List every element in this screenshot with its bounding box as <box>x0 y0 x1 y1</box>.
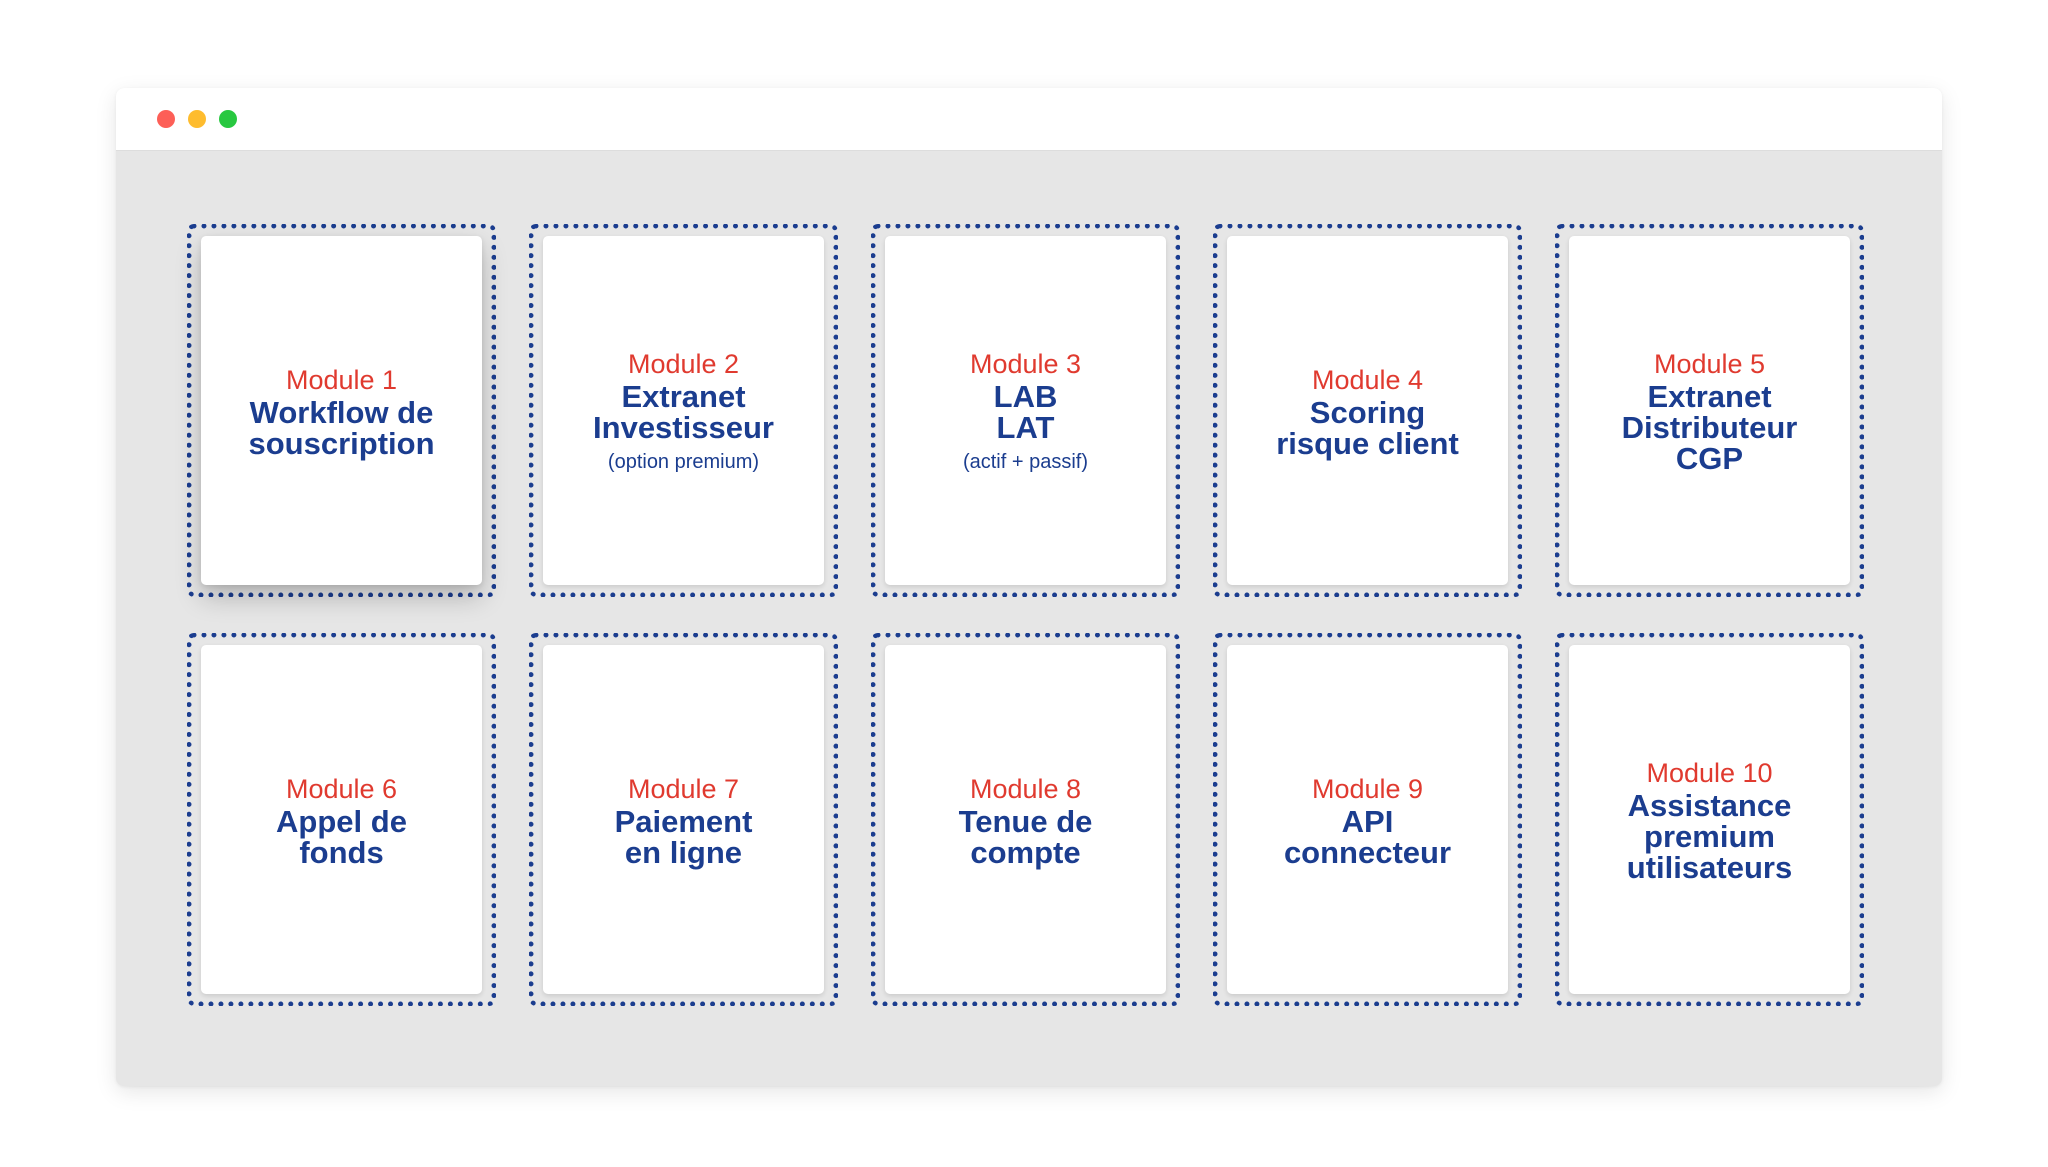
module-label: Module 9 <box>1311 773 1424 804</box>
module-label: Module 8 <box>969 773 1082 804</box>
module-grid: Module 1 Workflow de souscription Module… <box>187 224 1864 1006</box>
module-title-line: LAB <box>993 378 1058 414</box>
module-slot-5[interactable]: Module 5 Extranet Distributeur CGP <box>1555 224 1864 597</box>
module-title-line: Investisseur <box>593 409 774 445</box>
module-label: Module 1 <box>285 364 398 395</box>
module-title-line: Tenue de <box>958 803 1093 839</box>
module-slot-9[interactable]: Module 9 API connecteur <box>1213 633 1522 1006</box>
module-card-2[interactable]: Module 2 Extranet Investisseur (option p… <box>543 236 824 585</box>
module-card-4[interactable]: Module 4 Scoring risque client <box>1227 236 1508 585</box>
module-card-10[interactable]: Module 10 Assistance premium utilisateur… <box>1569 645 1850 994</box>
module-slot-7[interactable]: Module 7 Paiement en ligne <box>529 633 838 1006</box>
module-label: Module 6 <box>285 773 398 804</box>
module-title-line: connecteur <box>1283 834 1452 870</box>
module-label: Module 2 <box>627 348 740 379</box>
module-title-line: Workflow de <box>249 394 434 430</box>
module-title-line: Extranet <box>621 378 746 414</box>
module-card-6[interactable]: Module 6 Appel de fonds <box>201 645 482 994</box>
module-slot-6[interactable]: Module 6 Appel de fonds <box>187 633 496 1006</box>
minimize-window-icon[interactable] <box>188 110 206 128</box>
module-card-5[interactable]: Module 5 Extranet Distributeur CGP <box>1569 236 1850 585</box>
close-window-icon[interactable] <box>157 110 175 128</box>
module-card-9[interactable]: Module 9 API connecteur <box>1227 645 1508 994</box>
module-card-3[interactable]: Module 3 LAB LAT (actif + passif) <box>885 236 1166 585</box>
module-title-line: API <box>1341 803 1394 839</box>
module-title-line: Appel de <box>276 803 407 839</box>
module-title-line: compte <box>970 834 1081 870</box>
module-note: (actif + passif) <box>962 450 1089 473</box>
module-title-line: fonds <box>299 834 384 870</box>
module-slot-1[interactable]: Module 1 Workflow de souscription <box>187 224 496 597</box>
module-title-line: utilisateurs <box>1626 850 1793 885</box>
maximize-window-icon[interactable] <box>219 110 237 128</box>
browser-window: Module 1 Workflow de souscription Module… <box>116 88 1942 1086</box>
module-label: Module 7 <box>627 773 740 804</box>
module-label: Module 5 <box>1653 349 1766 379</box>
module-title-line: Paiement <box>614 803 753 839</box>
module-slot-2[interactable]: Module 2 Extranet Investisseur (option p… <box>529 224 838 597</box>
module-card-1[interactable]: Module 1 Workflow de souscription <box>201 236 482 585</box>
module-card-7[interactable]: Module 7 Paiement en ligne <box>543 645 824 994</box>
module-title-line: risque client <box>1276 425 1459 461</box>
module-title-line: premium <box>1644 819 1775 854</box>
module-title-line: Extranet <box>1647 379 1772 414</box>
module-title-line: LAT <box>996 409 1055 445</box>
module-slot-10[interactable]: Module 10 Assistance premium utilisateur… <box>1555 633 1864 1006</box>
module-slot-3[interactable]: Module 3 LAB LAT (actif + passif) <box>871 224 1180 597</box>
module-title-line: Assistance <box>1627 788 1792 823</box>
module-slot-4[interactable]: Module 4 Scoring risque client <box>1213 224 1522 597</box>
module-title-line: Scoring <box>1309 394 1426 430</box>
module-label: Module 10 <box>1646 758 1773 788</box>
module-card-8[interactable]: Module 8 Tenue de compte <box>885 645 1166 994</box>
module-title-line: CGP <box>1675 441 1744 476</box>
module-note: (option premium) <box>607 450 760 473</box>
module-title-line: en ligne <box>624 834 743 870</box>
module-label: Module 4 <box>1311 364 1424 395</box>
module-title-line: souscription <box>248 425 435 461</box>
module-title-line: Distributeur <box>1621 410 1798 445</box>
module-label: Module 3 <box>969 348 1082 379</box>
module-slot-8[interactable]: Module 8 Tenue de compte <box>871 633 1180 1006</box>
window-titlebar <box>116 88 1942 151</box>
